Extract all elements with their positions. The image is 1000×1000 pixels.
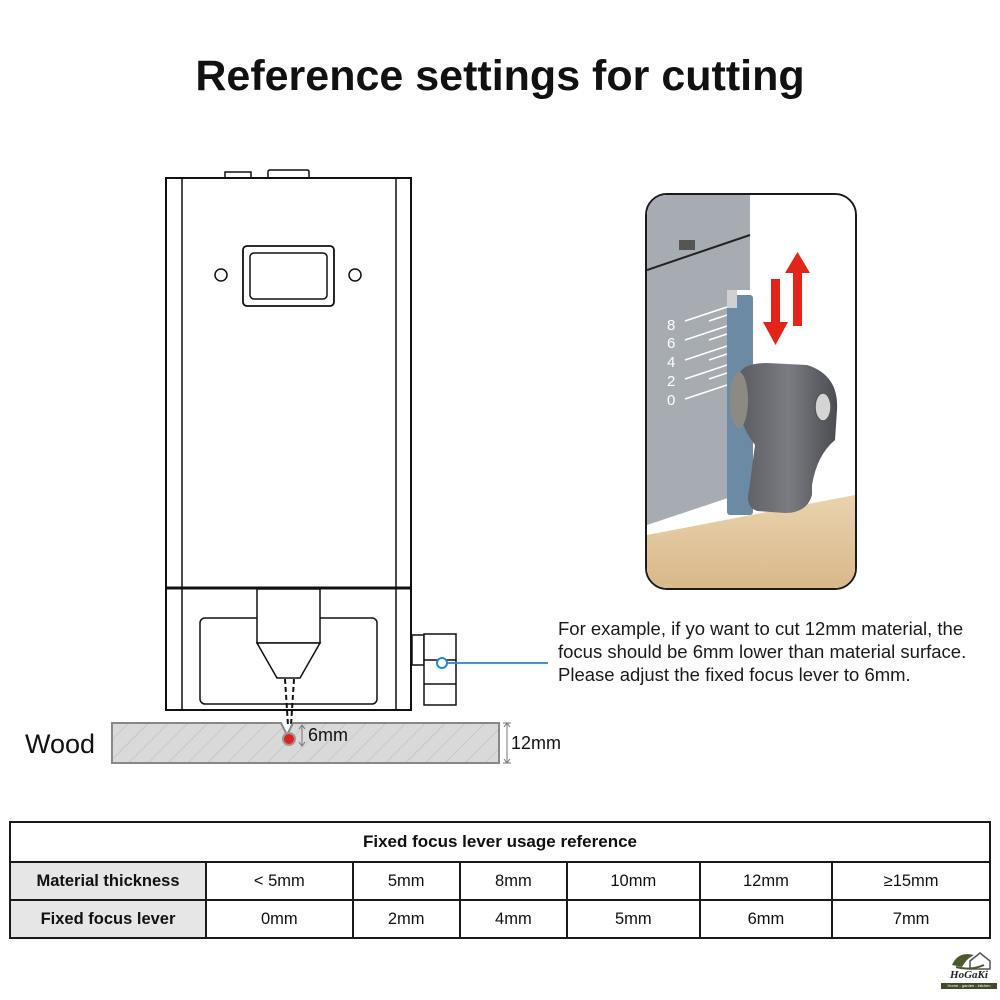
focus-reference-table: Fixed focus lever usage reference Materi… xyxy=(9,821,991,939)
table-row: Material thickness < 5mm 5mm 8mm 10mm 12… xyxy=(9,861,991,901)
screw-left xyxy=(214,268,228,282)
arrow-down-icon xyxy=(763,279,788,345)
table-cell: 8mm xyxy=(458,861,568,901)
screw-right xyxy=(348,268,362,282)
arrow-up-icon xyxy=(785,252,810,326)
brand-tagline: Home - garden - kitchen xyxy=(941,983,997,989)
table-cell: 12mm xyxy=(698,861,834,901)
wood-board xyxy=(111,722,500,764)
table-cell: 10mm xyxy=(565,861,701,901)
brand-name: HoGaKi xyxy=(950,969,988,981)
row-header-thickness: Material thickness xyxy=(9,861,207,901)
focus-scale xyxy=(684,306,728,400)
brand-logo: HoGaKi Home - garden - kitchen xyxy=(940,947,998,993)
house-leaf-icon xyxy=(952,952,991,970)
nozzle-cone xyxy=(255,642,322,679)
callout-marker xyxy=(436,657,448,669)
focus-lever-photo: 8 6 4 2 0 xyxy=(645,193,857,590)
table-row: Fixed focus lever 0mm 2mm 4mm 5mm 6mm 7m… xyxy=(9,899,991,939)
material-thickness-label: 12mm xyxy=(511,733,562,753)
table-cell: 6mm xyxy=(698,899,834,939)
table-cell: 5mm xyxy=(565,899,701,939)
material-label: Wood xyxy=(25,729,96,759)
scale-mark-8: 8 xyxy=(667,317,675,334)
nozzle-body xyxy=(256,588,321,644)
scale-mark-6: 6 xyxy=(667,335,675,352)
table-cell: 7mm xyxy=(831,899,991,939)
laser-module-diagram xyxy=(111,169,548,764)
table-cell: 4mm xyxy=(458,899,568,939)
table-title: Fixed focus lever usage reference xyxy=(9,821,991,863)
scale-mark-4: 4 xyxy=(667,354,675,371)
lever-illustration: 8 6 4 2 0 xyxy=(647,195,855,588)
focus-depth-label: 6mm xyxy=(308,725,348,745)
table-title-row: Fixed focus lever usage reference xyxy=(9,821,991,863)
table-cell: 0mm xyxy=(205,899,354,939)
focus-point xyxy=(282,732,296,746)
focus-lever-block xyxy=(423,633,457,706)
page-title: Reference settings for cutting xyxy=(195,52,805,100)
table-cell: < 5mm xyxy=(205,861,354,901)
scale-mark-0: 0 xyxy=(667,392,675,409)
table-cell: 5mm xyxy=(351,861,461,901)
instruction-text: For example, if yo want to cut 12mm mate… xyxy=(558,618,967,685)
focus-lever-knob xyxy=(739,363,838,513)
row-header-lever: Fixed focus lever xyxy=(9,899,207,939)
table-cell: ≥15mm xyxy=(831,861,991,901)
scale-mark-2: 2 xyxy=(667,373,675,390)
display-screen xyxy=(249,252,328,300)
table-cell: 2mm xyxy=(351,899,461,939)
top-connector-right xyxy=(267,169,310,179)
